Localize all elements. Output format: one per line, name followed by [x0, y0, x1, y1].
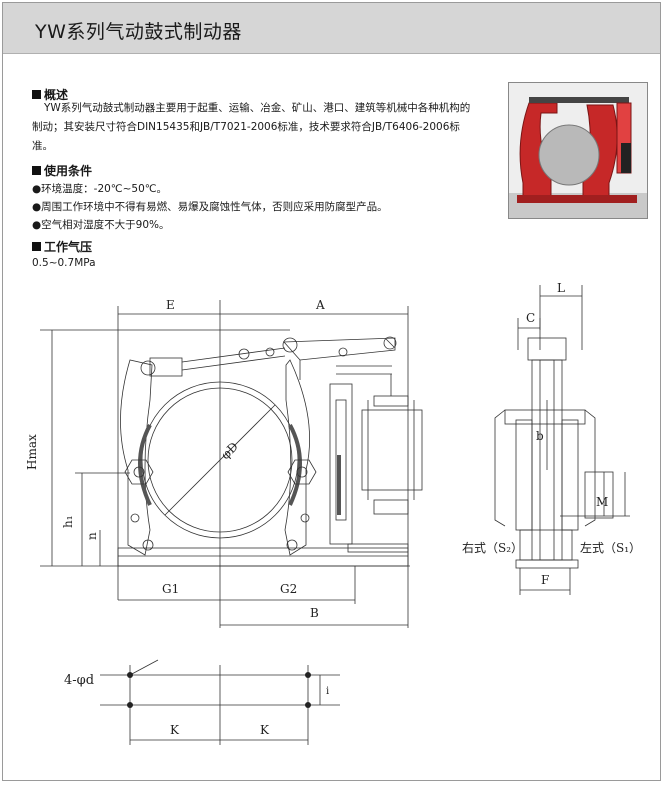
condition-item-3: ●空气相对湿度不大于90%。 [32, 219, 170, 231]
title-bar: YW系列气动鼓式制动器 [3, 3, 660, 54]
square-bullet-icon [32, 166, 41, 175]
dim-label-A: A [315, 298, 325, 312]
dim-label-G1: G1 [162, 582, 179, 596]
dim-label-E: E [166, 298, 175, 312]
dim-label-K1: K [170, 723, 180, 737]
square-bullet-icon [32, 90, 41, 99]
dim-label-G2: G2 [280, 582, 297, 596]
overview-line-1: YW系列气动鼓式制动器主要用于起重、运输、冶金、矿山、港口、建筑等机械中各种机构… [44, 102, 471, 114]
overview-line-3: 准。 [32, 140, 53, 152]
dim-label-n: n [85, 532, 99, 540]
dim-label-b: b [536, 429, 544, 443]
dim-label-L: L [557, 281, 565, 295]
pressure-heading: 工作气压 [32, 238, 92, 255]
square-bullet-icon [32, 242, 41, 251]
dim-label-F: F [541, 573, 549, 587]
dim-label-M: M [596, 495, 608, 509]
right-type-label: 右式（S₂） [462, 540, 523, 555]
brake-photo-illustration [509, 83, 647, 218]
dim-label-C: C [526, 311, 535, 325]
conditions-heading: 使用条件 [32, 162, 92, 179]
overview-heading-text: 概述 [44, 88, 69, 102]
dim-label-B: B [310, 606, 319, 620]
page-title: YW系列气动鼓式制动器 [35, 21, 242, 43]
conditions-heading-text: 使用条件 [44, 164, 93, 178]
overview-heading: 概述 [32, 86, 68, 103]
pressure-value: 0.5~0.7MPa [32, 257, 96, 269]
pressure-heading-text: 工作气压 [44, 240, 93, 254]
condition-item-1: ●环境温度：-20℃~50℃。 [32, 183, 168, 195]
condition-item-2: ●周围工作环境中不得有易燃、易爆及腐蚀性气体，否则应采用防腐型产品。 [32, 201, 388, 213]
dim-label-K2: K [260, 723, 270, 737]
left-type-label: 左式（S₁） [580, 540, 641, 555]
product-photo [508, 82, 648, 219]
dim-label-hmax: Hmax [25, 434, 39, 470]
dim-label-h1: h₁ [61, 515, 75, 528]
overview-line-2: 制动；其安装尺寸符合DIN15435和JB/T7021-2006标准，技术要求符… [32, 121, 460, 133]
holes-label: 4-φd [64, 673, 94, 688]
dim-label-i: i [326, 686, 329, 697]
